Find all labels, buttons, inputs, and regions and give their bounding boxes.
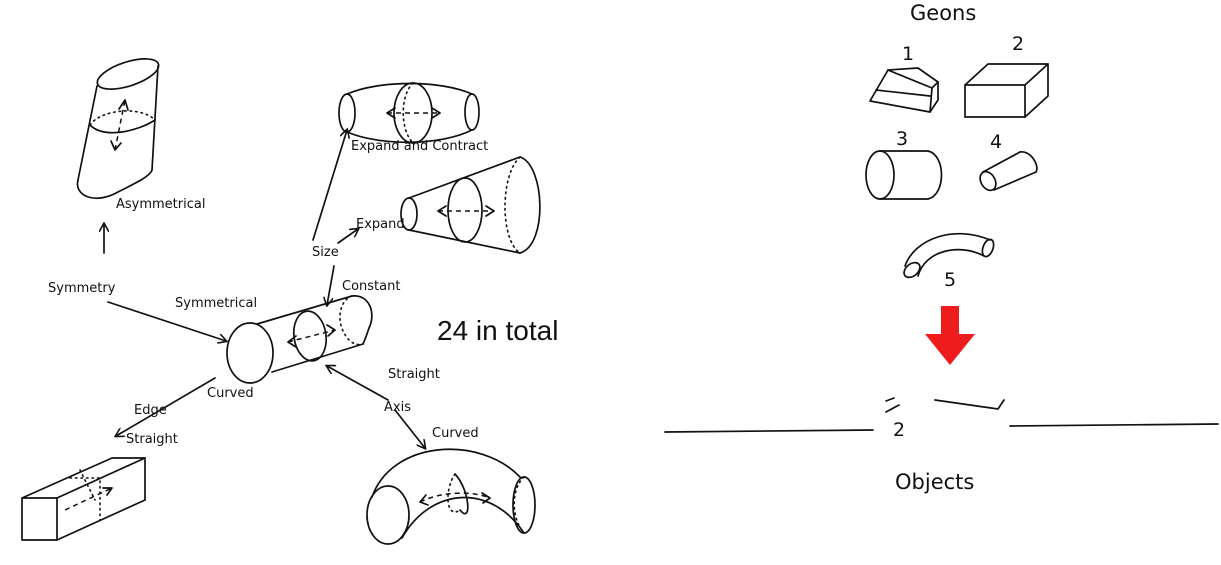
geon-number-5: 5 xyxy=(944,269,956,291)
label-curved-axis: Curved xyxy=(432,426,479,441)
expand-geon xyxy=(400,156,541,254)
arrow-to-constant xyxy=(327,265,335,305)
expand-contract-geon xyxy=(338,82,480,144)
geon-number-2: 2 xyxy=(1012,33,1024,55)
object-fragment-text: 2 xyxy=(893,419,905,441)
total-note: 24 in total xyxy=(437,315,558,346)
arrow-to-symmetrical xyxy=(107,301,226,341)
label-straight-axis: Straight xyxy=(388,367,440,382)
label-straight-edge: Straight xyxy=(126,432,178,447)
geon-5 xyxy=(903,232,995,279)
curved-axis-geon xyxy=(366,448,536,545)
objects-fragment xyxy=(664,397,1219,433)
geon-number-1: 1 xyxy=(902,43,914,65)
left-diagram: Asymmetrical Symmetry Symmetrical Expand… xyxy=(21,58,541,545)
label-symmetry: Symmetry xyxy=(48,281,116,296)
label-symmetrical: Symmetrical xyxy=(175,296,257,311)
label-asymmetrical: Asymmetrical xyxy=(116,197,205,212)
arrow-to-straight-edge xyxy=(116,377,216,436)
arrow-to-curved-axis xyxy=(394,409,425,448)
label-expand-and-contract: Expand and Contract xyxy=(351,139,488,154)
straight-edge-geon xyxy=(21,457,146,541)
geon-4 xyxy=(979,151,1038,192)
label-constant: Constant xyxy=(342,279,400,294)
objects-label: Objects xyxy=(895,470,974,494)
down-arrow xyxy=(925,306,975,365)
label-curved-edge: Curved xyxy=(207,386,254,401)
geons-title: Geons xyxy=(910,1,976,25)
central-cylinder-geon xyxy=(226,295,373,384)
arrow-to-straight-axis xyxy=(327,366,389,401)
asymmetrical-geon xyxy=(76,58,160,200)
geon-1 xyxy=(869,67,939,113)
arrow-to-expand-contract xyxy=(312,130,347,241)
label-axis: Axis xyxy=(384,400,411,415)
geon-number-3: 3 xyxy=(896,128,908,150)
label-size: Size xyxy=(312,245,339,260)
arrow-to-expand xyxy=(337,229,358,244)
geon-3 xyxy=(865,150,943,200)
label-edge: Edge xyxy=(134,403,167,418)
right-diagram: Geons 1 2 3 4 xyxy=(664,1,1219,494)
label-expand: Expand xyxy=(356,217,405,232)
geon-2 xyxy=(964,63,1049,118)
geon-number-4: 4 xyxy=(990,131,1002,153)
